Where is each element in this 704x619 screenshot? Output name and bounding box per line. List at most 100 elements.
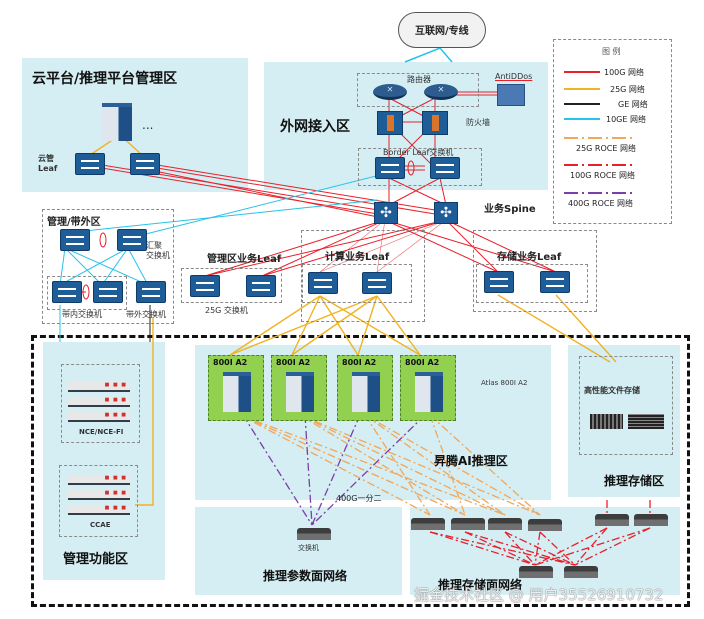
legend-box: 图 例 100G 网络 25G 网络 GE 网络 10GE 网络 25G ROC… bbox=[553, 39, 672, 224]
internet-cloud: 互联网/专线 bbox=[398, 12, 486, 48]
external-access-title: 外网接入区 bbox=[280, 119, 350, 135]
aggregation-label: 汇聚 交换机 bbox=[146, 241, 170, 260]
storage-leaf-switch-2 bbox=[540, 271, 570, 293]
ccae-rack-2 bbox=[68, 490, 130, 500]
external-access-zone bbox=[264, 62, 548, 190]
legend-label-25g: 25G 网络 bbox=[610, 85, 645, 94]
split-label: 400G一分二 bbox=[336, 494, 382, 503]
compute-leaf-title: 计算业务Leaf bbox=[325, 252, 390, 263]
storage-net-switch-8 bbox=[564, 566, 598, 578]
legend-label-10ge: 10GE 网络 bbox=[606, 115, 646, 124]
inband-switch-1 bbox=[52, 281, 82, 303]
atlas-model-label: Atlas 800I A2 bbox=[481, 379, 528, 387]
spine-switch-1: ✣ bbox=[374, 202, 398, 224]
param-network-zone bbox=[195, 507, 402, 595]
storage-array-2 bbox=[628, 414, 664, 429]
cloud-mgmt-title: 云平台/推理平台管理区 bbox=[32, 71, 178, 87]
nce-rack-1 bbox=[68, 382, 130, 392]
cloud-leaf-label: 云管 Leaf bbox=[38, 154, 58, 173]
router-1: ✕ bbox=[373, 84, 407, 100]
router-2: ✕ bbox=[424, 84, 458, 100]
storage-network-title: 推理存储面网络 bbox=[438, 578, 523, 592]
legend-swatch-25g-roce bbox=[564, 137, 634, 139]
mgmt-leaf-group bbox=[181, 268, 282, 303]
legend-swatch-400g-roce bbox=[564, 192, 634, 194]
gpu-server-label: 800I A2 bbox=[213, 358, 248, 367]
storage-net-switch-6 bbox=[634, 514, 668, 526]
ascend-ai-title: 昇腾AI推理区 bbox=[434, 454, 508, 468]
aggregation-switch-1 bbox=[60, 229, 90, 251]
legend-swatch-100g-roce bbox=[564, 164, 634, 166]
mgmt-function-title: 管理功能区 bbox=[63, 552, 129, 567]
ccae-rack-3 bbox=[68, 505, 130, 515]
gpu-server-icon bbox=[223, 372, 251, 412]
gpu-server-label: 800I A2 bbox=[276, 358, 311, 367]
cloud-mgmt-ellipsis: ... bbox=[142, 118, 154, 132]
nce-rack-3 bbox=[68, 412, 130, 422]
gpu-server-icon bbox=[415, 372, 443, 412]
datacenter-boundary bbox=[31, 335, 690, 607]
storage-device-label: 高性能文件存储 bbox=[584, 386, 640, 395]
firewall-2 bbox=[422, 111, 448, 135]
param-switch-label: 交换机 bbox=[298, 544, 319, 552]
storage-zone-title: 推理存储区 bbox=[604, 474, 665, 488]
gpu-server-box-3: 800I A2 bbox=[337, 355, 393, 421]
legend-label-ge: GE 网络 bbox=[618, 100, 648, 109]
storage-net-switch-5 bbox=[595, 514, 629, 526]
storage-leaf-switch-1 bbox=[484, 271, 514, 293]
watermark: 掘金技术社区 @ 用户3552691073​2 bbox=[414, 586, 664, 604]
gpu-server-label: 800I A2 bbox=[342, 358, 377, 367]
antiddos-label: AntiDDos bbox=[495, 72, 533, 81]
gpu-server-box-1: 800I A2 bbox=[208, 355, 264, 421]
legend-label-100g-roce: 100G ROCE 网络 bbox=[570, 171, 636, 180]
aggregation-switch-2 bbox=[117, 229, 147, 251]
nce-label: NCE/NCE-FI bbox=[79, 428, 124, 436]
storage-leaf-outer bbox=[473, 230, 597, 312]
firewall-1 bbox=[377, 111, 403, 135]
legend-label-400g-roce: 400G ROCE 网络 bbox=[568, 199, 634, 208]
storage-leaf-title: 存储业务Leaf bbox=[497, 252, 562, 263]
legend-label-100g: 100G 网络 bbox=[604, 68, 645, 77]
firewall-label: 防火墙 bbox=[466, 118, 490, 127]
mgmt-leaf-sub: 25G 交换机 bbox=[205, 306, 248, 315]
legend-swatch-25g bbox=[564, 88, 600, 90]
gpu-server-box-2: 800I A2 bbox=[271, 355, 327, 421]
spine-switch-2: ✣ bbox=[434, 202, 458, 224]
outband-label: 带外交换机 bbox=[126, 310, 166, 319]
router-group-label: 路由器 bbox=[407, 75, 431, 84]
legend-swatch-100g bbox=[564, 71, 600, 73]
oob-mgmt-title: 管理/带外区 bbox=[47, 217, 101, 228]
inband-group bbox=[47, 276, 127, 310]
storage-net-switch-2 bbox=[451, 518, 485, 530]
cloud-mgmt-server bbox=[102, 103, 132, 141]
border-leaf-label: Border Leaf交换机 bbox=[383, 148, 454, 157]
mgmt-leaf-switch-1 bbox=[190, 275, 220, 297]
legend-swatch-10ge bbox=[564, 118, 600, 120]
gpu-server-label: 800I A2 bbox=[405, 358, 440, 367]
border-leaf-switch-1 bbox=[375, 157, 405, 179]
mgmt-leaf-title: 管理区业务Leaf bbox=[207, 254, 282, 265]
compute-leaf-switch-2 bbox=[362, 272, 392, 294]
spine-label: 业务Spine bbox=[484, 204, 536, 215]
gpu-server-icon bbox=[286, 372, 314, 412]
param-switch bbox=[297, 528, 331, 540]
router-group bbox=[357, 73, 479, 107]
legend-label-25g-roce: 25G ROCE 网络 bbox=[576, 144, 636, 153]
mgmt-leaf-switch-2 bbox=[246, 275, 276, 297]
outband-switch bbox=[136, 281, 166, 303]
storage-net-switch-1 bbox=[411, 518, 445, 530]
compute-leaf-outer bbox=[301, 230, 425, 322]
inband-label: 带内交换机 bbox=[62, 310, 102, 319]
legend-title: 图 例 bbox=[602, 47, 621, 56]
ccae-rack-1 bbox=[68, 475, 130, 485]
gpu-server-icon bbox=[352, 372, 380, 412]
cloud-leaf-switch-2 bbox=[130, 153, 160, 175]
cloud-leaf-switch-1 bbox=[75, 153, 105, 175]
storage-leaf-group bbox=[476, 264, 588, 303]
param-network-title: 推理参数面网络 bbox=[263, 569, 348, 583]
antiddos-device bbox=[497, 84, 525, 106]
internet-cloud-label: 互联网/专线 bbox=[415, 26, 469, 37]
nce-group bbox=[61, 364, 140, 443]
border-leaf-group bbox=[358, 148, 482, 186]
